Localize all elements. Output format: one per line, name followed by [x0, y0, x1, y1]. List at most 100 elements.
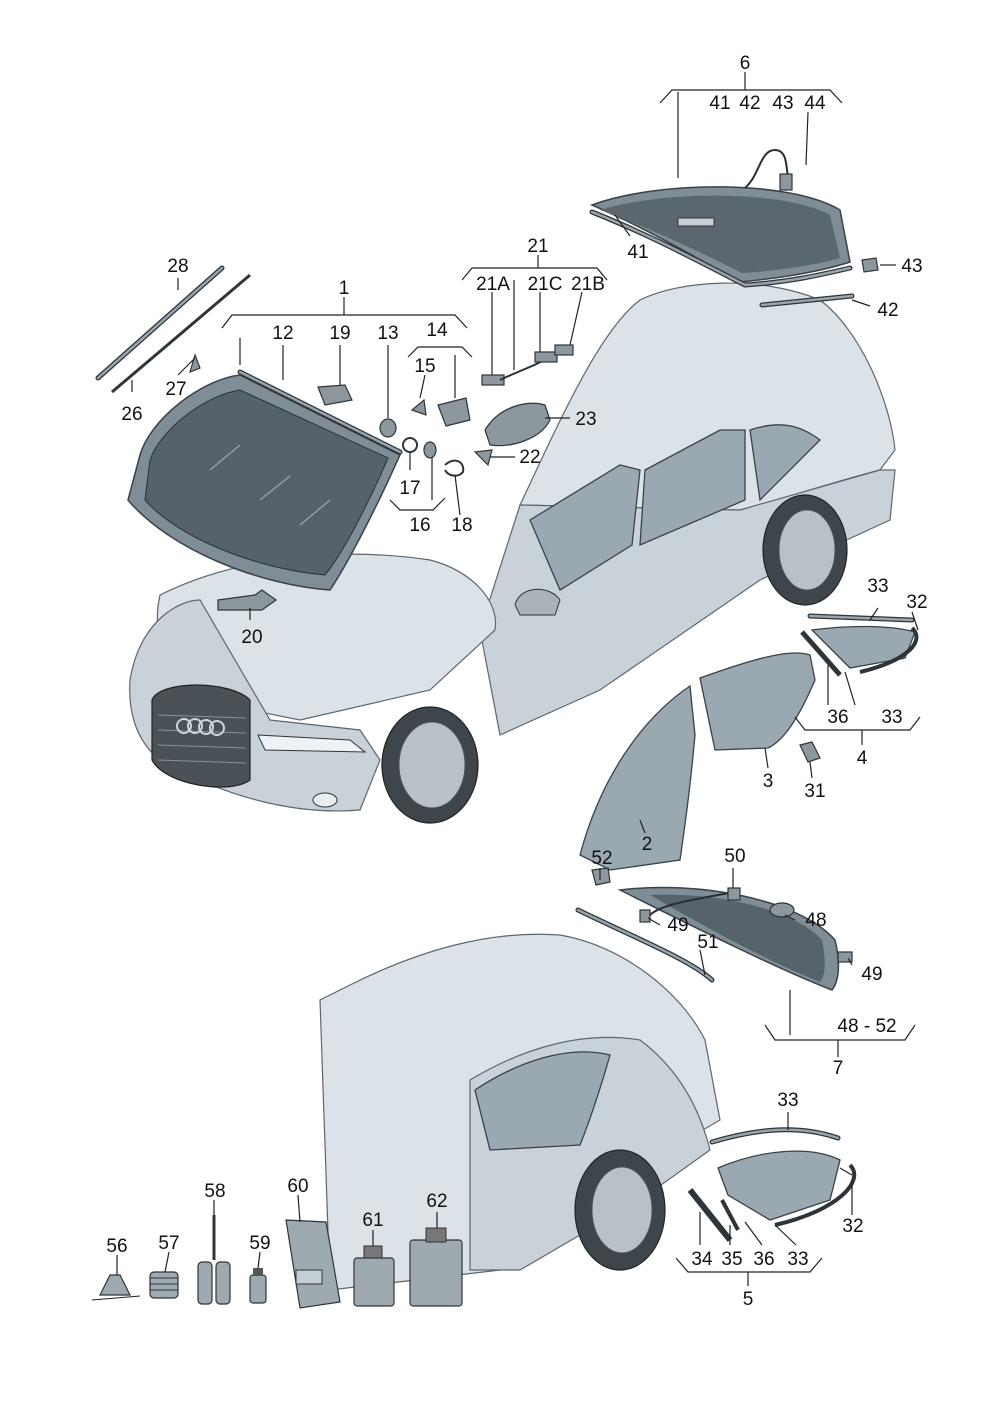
- label-31: 31: [804, 781, 825, 802]
- bolt-31: [799, 741, 821, 763]
- label-28: 28: [167, 256, 188, 277]
- label-13: 13: [377, 323, 398, 344]
- ring-17: [402, 437, 418, 453]
- label-33-front-top: 33: [867, 576, 888, 597]
- windshield: [127, 374, 401, 591]
- cap-43: [861, 257, 879, 273]
- seal-32-front: [859, 626, 919, 674]
- cap-16: [423, 441, 437, 459]
- label-41: 41: [627, 242, 648, 263]
- label-36-rear: 36: [753, 1249, 774, 1270]
- label-7: 7: [833, 1058, 844, 1079]
- quarter-glass-4: [810, 625, 916, 669]
- leader-lines: [116, 72, 921, 1286]
- bracket-20: [217, 589, 278, 611]
- label-17: 17: [399, 478, 420, 499]
- label-60: 60: [287, 1176, 308, 1197]
- rear-car-body: [319, 933, 721, 1291]
- bracket-14: [437, 397, 471, 427]
- label-2: 2: [642, 834, 653, 855]
- label-42-top: 42: [739, 93, 760, 114]
- grille: [151, 684, 251, 788]
- clip-27: [189, 353, 201, 374]
- seal-34: [687, 1188, 733, 1242]
- part-59-bottle: [249, 1268, 267, 1304]
- connector-44: [779, 173, 793, 191]
- label-21B: 21B: [571, 274, 605, 295]
- connector-49b: [837, 951, 853, 963]
- label-34: 34: [691, 1249, 713, 1270]
- sensor-13: [379, 418, 397, 438]
- sunroof-glass: [589, 186, 851, 283]
- label-48-52: 48 - 52: [837, 1016, 896, 1037]
- seal-32-rear: [774, 1163, 857, 1227]
- label-43-top: 43: [772, 93, 793, 114]
- trim-strip-28: [111, 273, 251, 394]
- label-50: 50: [724, 846, 745, 867]
- label-35: 35: [721, 1249, 742, 1270]
- clip-52: [591, 867, 611, 886]
- callout-labels: 6 41 42 43 44 41 43 42 21 21A 21C 21B 23…: [106, 53, 927, 1310]
- label-16: 16: [409, 515, 430, 536]
- label-49-right: 49: [861, 964, 882, 985]
- bracket-15: [410, 398, 427, 416]
- seal-36-front: [800, 630, 842, 677]
- clip-22: [473, 449, 493, 467]
- audi-rings-logo: [176, 718, 225, 736]
- label-14: 14: [426, 320, 448, 341]
- label-1: 1: [339, 278, 350, 299]
- connector-50: [727, 887, 741, 901]
- label-41-top: 41: [709, 93, 730, 114]
- cover-23: [484, 402, 551, 447]
- sedan-body: [129, 282, 896, 824]
- label-44: 44: [804, 93, 826, 114]
- label-12: 12: [272, 323, 293, 344]
- label-21C: 21C: [528, 274, 563, 295]
- door-glass-3: [699, 652, 816, 751]
- label-3: 3: [763, 771, 774, 792]
- label-27: 27: [165, 379, 186, 400]
- label-59: 59: [249, 1233, 270, 1254]
- quarter-glass-5: [717, 1150, 841, 1221]
- label-33-rear-top: 33: [777, 1090, 798, 1111]
- label-32-rear: 32: [842, 1216, 863, 1237]
- part-58-cartridge: [197, 1215, 231, 1305]
- label-48: 48: [805, 910, 826, 931]
- cover-19: [317, 384, 353, 406]
- label-6: 6: [740, 53, 751, 74]
- label-33-rear: 33: [787, 1249, 808, 1270]
- label-43: 43: [901, 256, 922, 277]
- clip-18: [444, 459, 465, 477]
- part-57-coil: [149, 1271, 179, 1299]
- label-61: 61: [362, 1210, 383, 1231]
- part-61-container: [353, 1245, 395, 1307]
- wiring-harness-21: [481, 344, 574, 386]
- label-23: 23: [575, 409, 596, 430]
- label-33-front: 33: [881, 707, 902, 728]
- label-58: 58: [204, 1181, 225, 1202]
- label-42: 42: [877, 300, 898, 321]
- label-62: 62: [426, 1191, 447, 1212]
- label-18: 18: [451, 515, 472, 536]
- label-19: 19: [329, 323, 350, 344]
- label-15: 15: [414, 356, 435, 377]
- label-56: 56: [106, 1236, 127, 1257]
- label-21: 21: [527, 236, 548, 257]
- label-4: 4: [857, 748, 868, 769]
- part-56-spool: [91, 1274, 141, 1301]
- label-49-left: 49: [667, 915, 688, 936]
- label-51: 51: [697, 932, 718, 953]
- label-57: 57: [158, 1233, 179, 1254]
- part-62-container: [409, 1227, 463, 1307]
- label-22: 22: [519, 447, 540, 468]
- cap-48: [769, 902, 795, 918]
- label-5: 5: [743, 1289, 754, 1310]
- connector-49a: [639, 909, 651, 923]
- label-20: 20: [241, 627, 262, 648]
- part-60-pouch: [285, 1219, 341, 1309]
- label-32-front: 32: [906, 592, 927, 613]
- label-26: 26: [121, 404, 142, 425]
- label-36-front: 36: [827, 707, 848, 728]
- door-glass-2: [579, 684, 696, 871]
